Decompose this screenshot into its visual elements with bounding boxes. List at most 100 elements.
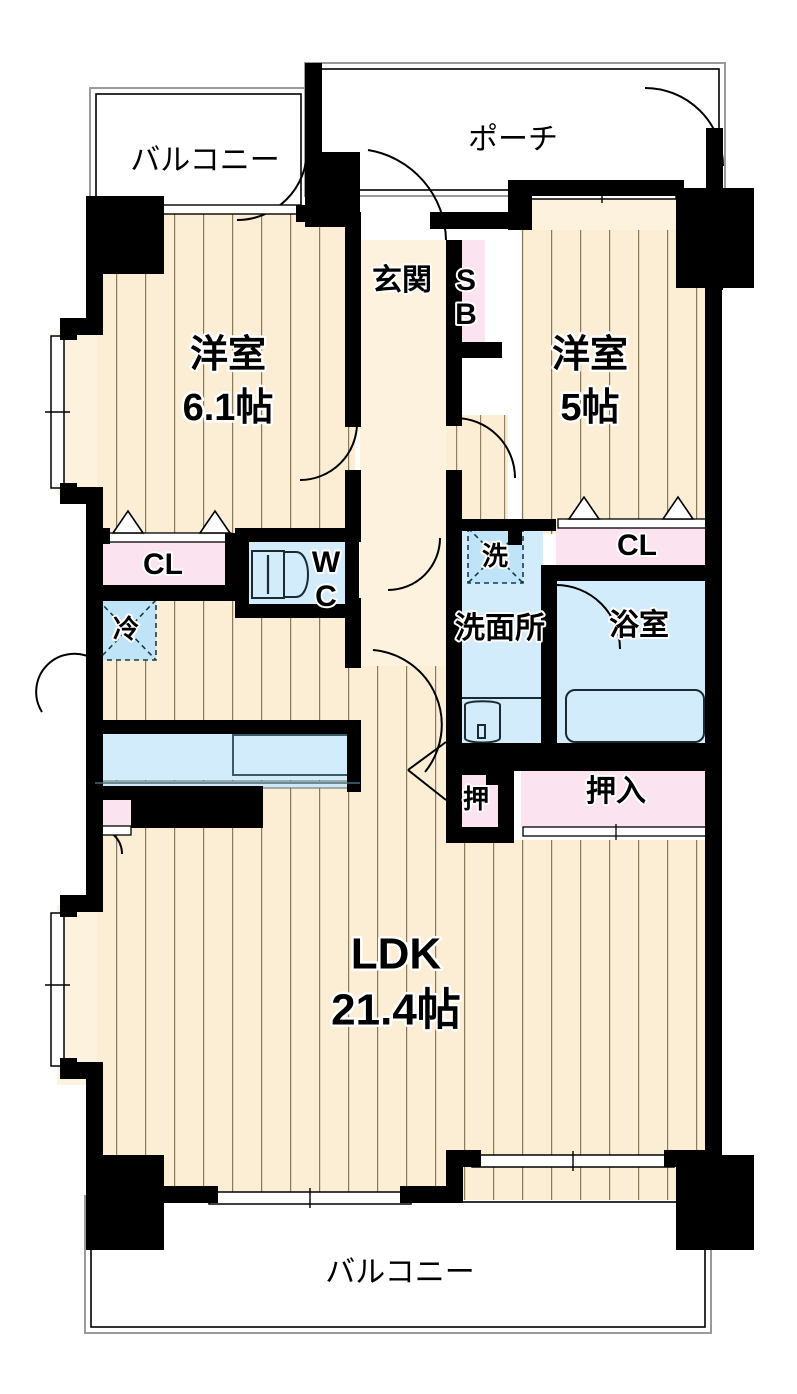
door-swing-service-left (35, 652, 96, 713)
floor-hallway (360, 240, 446, 660)
label-porch: ポーチ (468, 123, 558, 156)
wall-oshi-bottom (446, 827, 514, 843)
wall-closet-left-bottom (86, 585, 241, 601)
wall-left-ext-bay-c (60, 895, 77, 917)
label-bedroom-right: 洋室 (552, 333, 628, 376)
label-oshiire: 押入 (586, 775, 646, 808)
wall-hall-right-mid (446, 358, 462, 426)
window-bay-left-lower (45, 912, 70, 1067)
label-wc-line2: C (315, 580, 337, 613)
wall-left-ext-lower (86, 1070, 103, 1170)
door-swing-bed-left (299, 422, 358, 481)
wall-left-ext-bay-d (60, 1058, 77, 1079)
wall-oshiire-right (705, 755, 721, 841)
wall-top-left-room (86, 205, 106, 222)
label-wc-line1: W (312, 546, 341, 579)
wall-left-ext-mid (86, 495, 103, 747)
wall-bath-left (541, 565, 557, 755)
wall-wc-top (235, 528, 359, 542)
wall-cl-right-bottom (545, 565, 712, 581)
label-shoebox-line2: B (455, 298, 477, 331)
wall-left-ext-bay-b (60, 483, 77, 504)
window-marker-d (661, 495, 695, 520)
wall-wc-bottom (235, 604, 359, 618)
label-ldk-area: 21.4帖 (331, 986, 461, 1035)
window-marker-c (567, 495, 601, 520)
wall-oshi-right (498, 759, 514, 841)
wall-bottom-left-seg2 (400, 1186, 460, 1203)
wall-kitchen-bottom2 (131, 786, 263, 828)
floor-ldk-right (446, 840, 705, 1200)
floor-ldk (93, 600, 355, 1200)
wall-oshi-left (446, 759, 462, 841)
label-genkan: 玄関 (372, 263, 432, 297)
wall-bed-left-bottom (86, 528, 110, 544)
closet-left-door (94, 532, 232, 543)
balcony-bottom-outline (84, 1195, 712, 1334)
window-bay-left-upper (45, 335, 70, 489)
bathtub-icon (565, 689, 705, 743)
kitchen-sink-icon (232, 734, 356, 776)
label-balcony-bottom: バルコニー (325, 1256, 474, 1289)
wall-porch-right-col (706, 190, 723, 290)
floor-bedroom-right (521, 212, 705, 534)
label-shoebox-line1: S (456, 264, 476, 297)
window-markers (111, 495, 695, 534)
wall-corner-bot-right (676, 1155, 754, 1250)
label-oshi: 押 (463, 784, 489, 814)
wall-top-right-stub (706, 128, 723, 198)
label-refrigerator: 冷 (113, 614, 139, 644)
faucet-icon (477, 724, 486, 739)
wall-wc-right (345, 528, 359, 618)
outdoor-areas (84, 62, 726, 1334)
label-bedroom-left: 洋室 (190, 333, 266, 376)
closet-right-fill (556, 527, 712, 570)
oshiire-fill (521, 765, 712, 827)
label-closet-right: CL (617, 529, 657, 562)
wall-hall-left-lower (345, 470, 361, 542)
window-marker-b (198, 509, 232, 534)
wall-top-mid-a (296, 205, 360, 222)
wall-left-ext-bay-a (60, 318, 77, 340)
door-swing-bath (555, 584, 621, 650)
wall-bottom-right-seg (446, 1150, 481, 1167)
closet-right-door (557, 518, 711, 529)
floor-hall-strip (355, 600, 450, 666)
label-closet-left: CL (143, 548, 183, 581)
label-ldk: LDK (351, 930, 442, 979)
balcony-top-outline (89, 87, 308, 213)
wall-wc-left (235, 533, 249, 613)
wall-bottom-right-seg2 (664, 1150, 709, 1167)
oshi-fold-lines (407, 741, 447, 801)
label-washing-machine: 洗 (482, 541, 508, 571)
wall-hall-left-upper (345, 212, 361, 427)
wall-kitchen-right (347, 720, 361, 792)
closet-left-fill (93, 540, 233, 590)
toilet-bowl-icon (283, 551, 309, 598)
fixtures (232, 550, 705, 776)
room-labels: LDK 21.4帖 洋室 6.1帖 洋室 5帖 浴室 洗面所 玄関 CL CL … (111, 123, 671, 1289)
wall-hall-right-upper (446, 240, 462, 360)
wall-left-ext-upper (86, 212, 103, 332)
wall-hall-right-mid2 (446, 470, 462, 525)
walls (60, 63, 754, 1250)
label-washroom: 洗面所 (455, 612, 545, 645)
label-bathroom: 浴室 (609, 608, 669, 642)
wall-kitchen-top (86, 720, 361, 734)
wall-right-of-cl (705, 519, 721, 759)
wall-top-mid-b (430, 212, 520, 229)
door-swing-hall-wc (387, 537, 441, 591)
door-swing-bed-right (454, 417, 516, 479)
sink-basin-icon (464, 700, 501, 744)
door-swing-ldk (372, 649, 443, 773)
window-marker-a (111, 509, 145, 534)
wall-bottom-left-seg (103, 1186, 218, 1203)
label-bedroom-left-area: 6.1帖 (183, 387, 274, 429)
wall-wash-top (446, 519, 556, 531)
floor-areas (57, 196, 705, 1200)
label-bedroom-right-area: 5帖 (560, 387, 619, 429)
wall-wash-left (446, 519, 462, 755)
wall-oshiire-top (514, 755, 712, 771)
